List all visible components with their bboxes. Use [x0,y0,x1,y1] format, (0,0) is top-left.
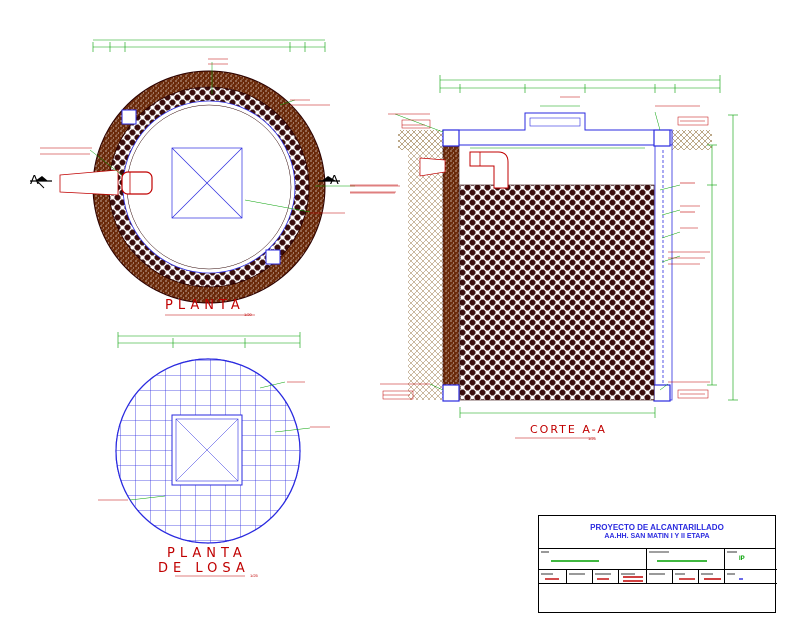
sheet-code: IP [739,556,745,562]
plan-section-letter-right: A [330,172,339,187]
title-block: PROYECTO DE ALCANTARILLADO AA.HH. SAN MA… [538,515,777,613]
title-block-values [541,551,743,582]
project-title: PROYECTO DE ALCANTARILLADO [590,523,724,532]
tb-cell-r2-7 [699,570,725,584]
slab-scale: 1/25 [250,573,258,578]
tb-cell-r2-5 [647,570,673,584]
section-view [350,75,738,439]
plan-inlet-pipe [59,169,153,196]
plan-lid [171,147,243,219]
slab-title-line1: PLANTA [167,546,247,561]
section-title: CORTE A-A [530,423,607,436]
slab-plan-view [98,332,330,577]
plan-view [30,39,398,316]
plan-section-letter-left: A [30,172,39,187]
tb-cell-r2-1 [539,570,567,584]
tb-cell-lamina [725,548,777,570]
title-block-header: PROYECTO DE ALCANTARILLADO AA.HH. SAN MA… [539,516,775,549]
plan-top-dimension [92,39,326,52]
tb-cell-r2-6 [673,570,699,584]
section-scale: 1/25 [588,436,596,441]
tb-cell-plano [539,548,647,570]
plan-section-marker-right [318,176,340,182]
tb-cell-r2-2 [567,570,593,584]
tb-cell-r2-4 [619,570,647,584]
tb-cell-especialidad [647,548,725,570]
plan-scale: 1/20 [244,312,252,317]
plan-title: PLANTA [165,298,245,313]
project-location: AA.HH. SAN MATIN I Y II ETAPA [604,533,710,540]
slab-title-line2: DE LOSA [158,561,250,576]
plan-section-marker-left [30,176,52,189]
tb-cell-r2-8 [725,570,777,584]
tb-cell-r2-3 [593,570,619,584]
